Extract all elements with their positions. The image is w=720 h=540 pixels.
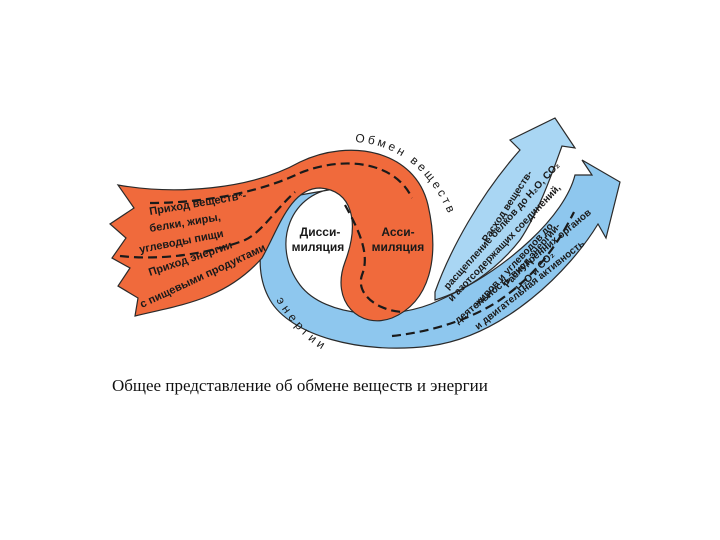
orange-band [109,149,434,322]
blue-arrow-upper [434,117,577,301]
dissimilation-label-2: миляция [292,240,345,254]
assimilation-label-1: Асси- [381,225,414,239]
blue-band [259,159,621,349]
dissimilation-label-1: Дисси- [300,225,341,239]
figure-caption: Общее представление об обмене веществ и … [112,376,488,395]
dashed-lines [119,162,575,338]
assimilation-label-2: миляция [372,240,425,254]
